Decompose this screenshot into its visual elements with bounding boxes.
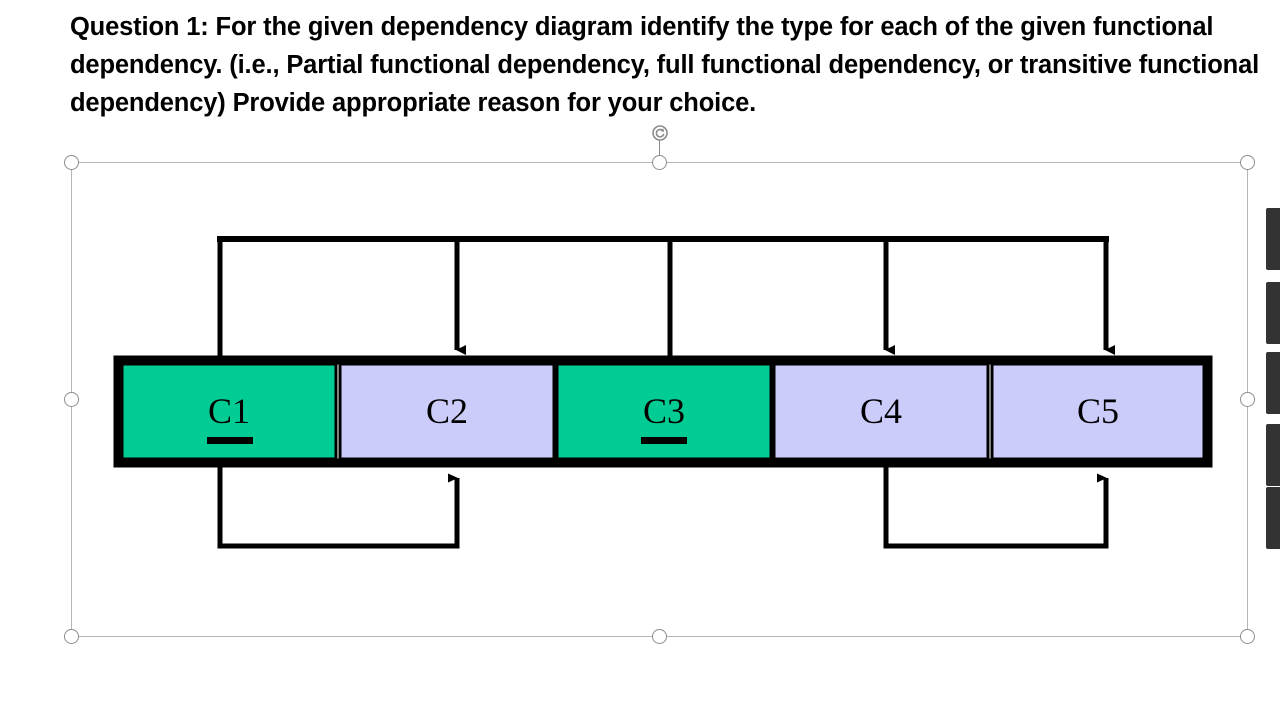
panel-chip-1[interactable] — [1266, 208, 1280, 270]
resize-handle-top-left[interactable] — [64, 155, 79, 170]
rotate-stem — [659, 140, 660, 156]
panel-chip-5[interactable] — [1266, 487, 1280, 549]
panel-chip-4[interactable] — [1266, 424, 1280, 486]
page-title: Question 1: For the given dependency dia… — [70, 13, 1266, 117]
rotate-icon-glyph — [651, 125, 668, 141]
panel-chip-2[interactable] — [1266, 282, 1280, 344]
panel-chip-3[interactable] — [1266, 352, 1280, 414]
rotate-icon[interactable] — [651, 125, 668, 141]
resize-handle-top-center[interactable] — [651, 155, 667, 170]
resize-handle-bottom-right[interactable] — [1240, 629, 1255, 644]
resize-handle-bottom-left[interactable] — [64, 629, 79, 644]
resize-handle-top-right[interactable] — [1240, 155, 1255, 170]
resize-handle-middle-right[interactable] — [1240, 391, 1255, 407]
selection-frame[interactable] — [64, 125, 1255, 644]
resize-handle-middle-left[interactable] — [64, 391, 79, 407]
resize-handle-bottom-center[interactable] — [651, 629, 667, 644]
right-side-panel[interactable] — [1266, 0, 1280, 704]
